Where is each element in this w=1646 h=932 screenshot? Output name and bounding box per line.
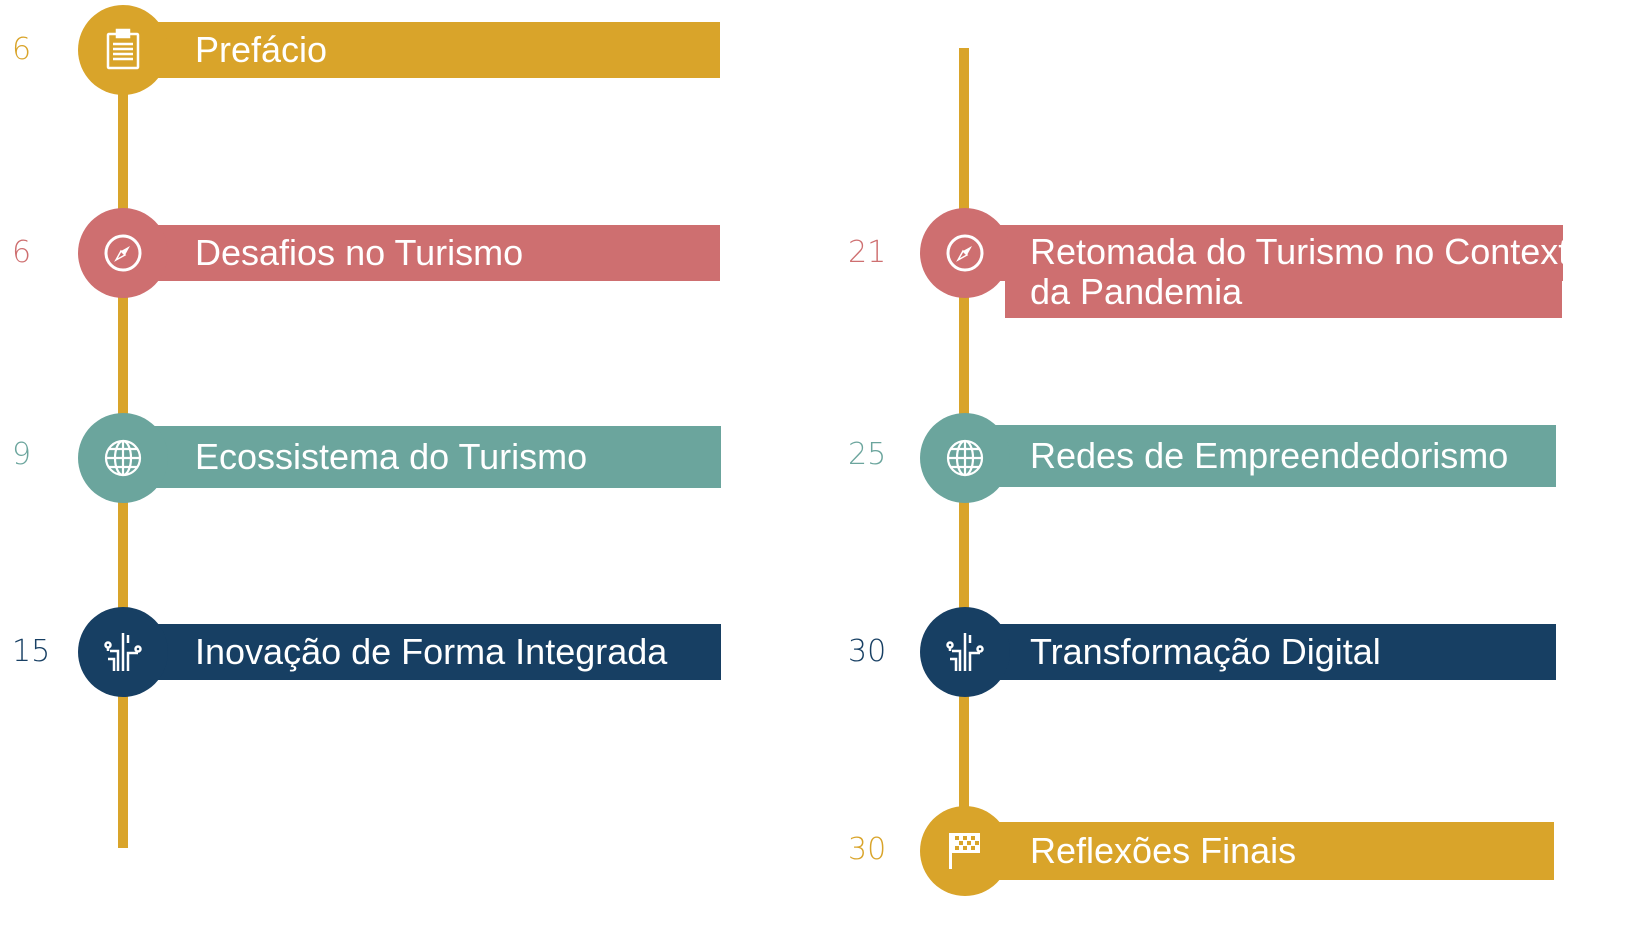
page-number: 6 (12, 32, 32, 67)
section-icon-circle (78, 5, 168, 95)
section-title-bar[interactable]: Redes de Empreendedorismo (959, 425, 1556, 487)
section-icon-circle (78, 413, 168, 503)
section-title: Ecossistema do Turismo (195, 436, 588, 477)
section-title-bar[interactable]: Desafios no Turismo (118, 225, 720, 281)
section-icon-circle (920, 607, 1010, 697)
section-title-bar[interactable]: Inovação de Forma Integrada (118, 624, 721, 680)
section-title: Retomada do Turismo no Contexto da Pande… (1030, 231, 1589, 312)
page-number: 9 (12, 437, 32, 472)
section-title: Redes de Empreendedorismo (1030, 435, 1509, 476)
flag-icon (942, 828, 988, 874)
page-number: 15 (12, 634, 51, 669)
section-icon-circle (78, 208, 168, 298)
circuit-icon (100, 629, 146, 675)
page-number: 30 (848, 634, 887, 669)
globe-icon (100, 435, 146, 481)
section-title: Transformação Digital (1030, 631, 1381, 672)
page-number: 6 (12, 235, 32, 270)
section-title-bar[interactable] (959, 225, 1563, 281)
page-number: 25 (848, 437, 887, 472)
globe-icon (942, 435, 988, 481)
compass-icon (100, 230, 146, 276)
section-title-bar[interactable]: Prefácio (118, 22, 720, 78)
section-title: Desafios no Turismo (195, 232, 524, 273)
section-title-wrap: Retomada do Turismo no Contexto da Pande… (959, 232, 1588, 312)
section-icon-circle (920, 413, 1010, 503)
compass-icon (942, 230, 988, 276)
section-title-bar-extension (1005, 281, 1562, 318)
section-title-bar[interactable]: Reflexões Finais (959, 822, 1554, 880)
section-title: Inovação de Forma Integrada (195, 631, 668, 672)
section-title: Prefácio (195, 29, 328, 70)
clipboard-icon (100, 27, 146, 73)
section-icon-circle (920, 806, 1010, 896)
section-icon-circle (920, 208, 1010, 298)
circuit-icon (942, 629, 988, 675)
section-title-bar[interactable]: Ecossistema do Turismo (118, 426, 721, 488)
section-title-bar[interactable]: Transformação Digital (959, 624, 1556, 680)
page-number: 30 (848, 832, 887, 867)
page-number: 21 (848, 235, 887, 270)
section-title: Reflexões Finais (1030, 830, 1297, 871)
section-icon-circle (78, 607, 168, 697)
